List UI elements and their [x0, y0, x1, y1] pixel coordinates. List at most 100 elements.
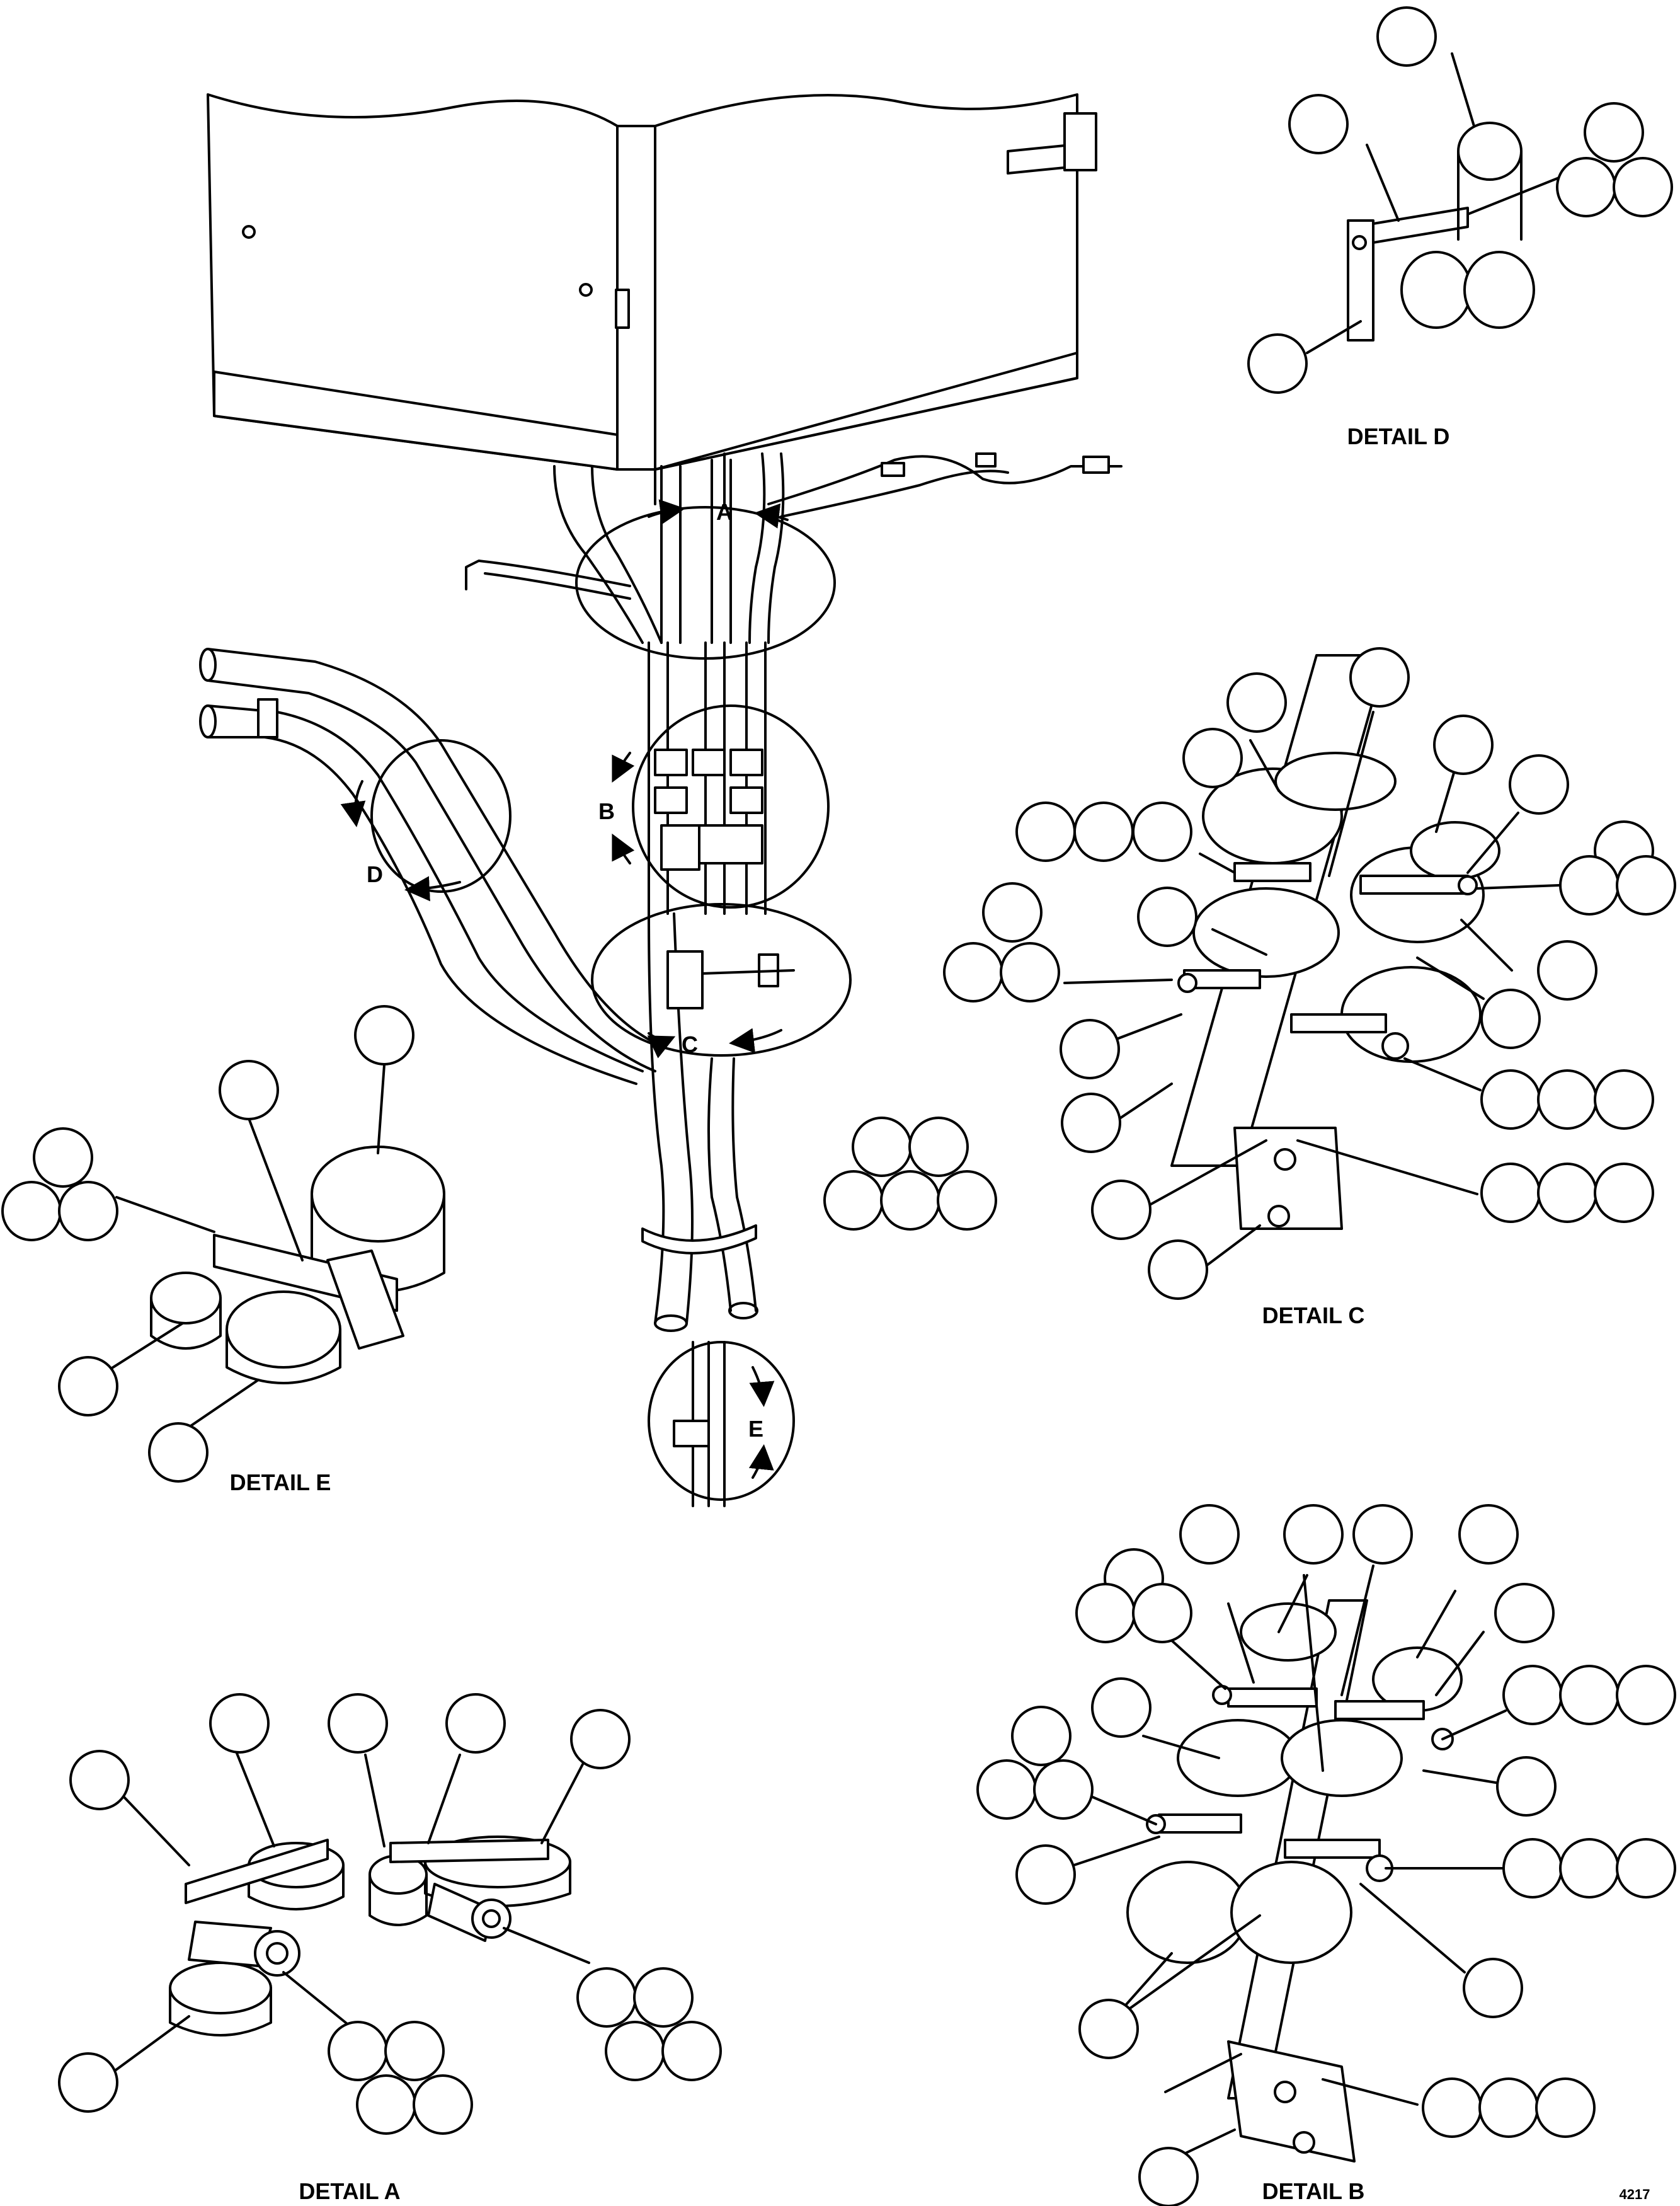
balloon-icon: [33, 1127, 93, 1188]
balloon-icon: [661, 2021, 722, 2081]
balloon-icon: [58, 1181, 118, 1241]
balloon-icon: [1537, 1163, 1597, 1223]
balloon-icon: [1478, 2077, 1539, 2138]
detail-c-title: DETAIL C: [1262, 1302, 1365, 1328]
fitting-assembly-b: [654, 749, 763, 871]
callout-ellipses: [370, 506, 852, 1501]
balloon-icon: [356, 2074, 416, 2135]
balloon-icon: [1132, 1583, 1192, 1643]
callout-label-e: E: [748, 1416, 763, 1442]
detail-d-title: DETAIL D: [1347, 423, 1450, 449]
balloon-icon: [1283, 1504, 1344, 1565]
balloon-icon: [1509, 754, 1569, 815]
balloon-icon: [1433, 715, 1494, 775]
callout-label-a: A: [716, 499, 733, 525]
detail-b-leaders: [1073, 1565, 1507, 2163]
balloon-icon: [58, 1356, 118, 1416]
balloon-icon: [908, 1117, 969, 1177]
balloon-icon: [1616, 1838, 1676, 1899]
balloon-icon: [570, 1709, 631, 1769]
detail-a-leaders: [93, 1750, 590, 2087]
balloon-icon: [1138, 2147, 1199, 2206]
balloon-icon: [328, 2021, 388, 2081]
callout-ellipse-e: [648, 1341, 795, 1501]
balloon-icon: [633, 1967, 694, 2028]
balloon-icon-group: [1, 6, 1676, 2206]
balloon-icon: [1033, 1759, 1094, 1820]
balloon-icon: [1463, 1958, 1523, 2018]
balloon-icon: [1496, 1756, 1557, 1817]
detail-d-drawing: [1347, 122, 1535, 342]
balloon-icon: [1422, 2077, 1482, 2138]
balloon-icon: [976, 1759, 1037, 1820]
balloon-icon: [354, 1005, 414, 1066]
balloon-icon: [1458, 1504, 1519, 1565]
balloon-icon: [1075, 1583, 1136, 1643]
balloon-icon: [576, 1967, 637, 2028]
detail-b-title: DETAIL B: [1262, 2178, 1365, 2204]
balloon-icon: [1559, 1838, 1620, 1899]
callout-ellipse-c: [591, 903, 852, 1057]
balloon-icon: [982, 882, 1043, 943]
balloon-icon: [1060, 1019, 1120, 1079]
balloon-icon: [1594, 1163, 1654, 1223]
balloon-icon: [1594, 1069, 1654, 1130]
balloon-icon: [1288, 94, 1349, 154]
balloon-icon: [69, 1750, 130, 1810]
balloon-icon: [1132, 801, 1192, 862]
balloon-icon: [209, 1693, 270, 1754]
electrical-enclosure: [207, 93, 1097, 505]
callout-ellipse-d: [370, 739, 511, 893]
balloon-icon: [1502, 1665, 1563, 1725]
callout-label-d: D: [367, 861, 383, 887]
balloon-icon: [1556, 157, 1616, 217]
detail-e-title: DETAIL E: [230, 1469, 331, 1495]
balloon-icon: [1015, 801, 1076, 862]
balloon-icon: [58, 2052, 118, 2113]
balloon-icon: [605, 2021, 665, 2081]
balloon-icon: [1179, 1504, 1240, 1565]
balloon-icon: [880, 1170, 940, 1231]
balloon-icon: [1091, 1677, 1151, 1738]
balloon-icon: [937, 1170, 997, 1231]
balloon-icon: [1613, 157, 1673, 217]
balloon-icon: [384, 2021, 445, 2081]
balloon-icon: [148, 1422, 209, 1483]
balloon-icon: [1137, 887, 1197, 947]
drawing-number: 4217: [1620, 2186, 1650, 2202]
balloon-icon: [219, 1060, 279, 1120]
balloon-icon: [1352, 1504, 1413, 1565]
balloon-icon: [1011, 1706, 1071, 1766]
balloon-icon: [1584, 102, 1644, 163]
balloon-icon: [1480, 1163, 1541, 1223]
balloon-icon: [1015, 1844, 1076, 1905]
detail-a-drawing: [169, 1835, 571, 2037]
balloon-icon: [1091, 1180, 1151, 1240]
balloon-icon: [1494, 1583, 1555, 1643]
balloon-icon: [445, 1693, 506, 1754]
balloon-icon: [823, 1170, 884, 1231]
balloon-icon: [1148, 1239, 1208, 1300]
balloon-icon: [1, 1181, 62, 1241]
balloon-icon: [328, 1693, 388, 1754]
callout-ellipse-b: [632, 704, 830, 909]
balloon-icon: [1537, 940, 1597, 1001]
balloon-icon: [413, 2074, 473, 2135]
balloon-icon: [943, 942, 1003, 1002]
balloon-icon: [1535, 2077, 1596, 2138]
detail-b-drawing: [1126, 1599, 1463, 2163]
balloon-icon: [1182, 728, 1243, 788]
balloon-icon: [1480, 989, 1541, 1049]
balloon-icon: [1376, 6, 1437, 67]
callout-label-b: B: [598, 798, 615, 824]
balloon-icon: [1073, 801, 1134, 862]
balloon-icon: [1247, 333, 1308, 394]
callout-arrows: [340, 499, 789, 1479]
balloon-icon: [1480, 1069, 1541, 1130]
balloon-icon: [1226, 672, 1287, 733]
detail-e-drawing: [150, 1146, 445, 1384]
detail-a-title: DETAIL A: [299, 2178, 400, 2204]
balloon-icon: [1078, 1999, 1139, 2059]
